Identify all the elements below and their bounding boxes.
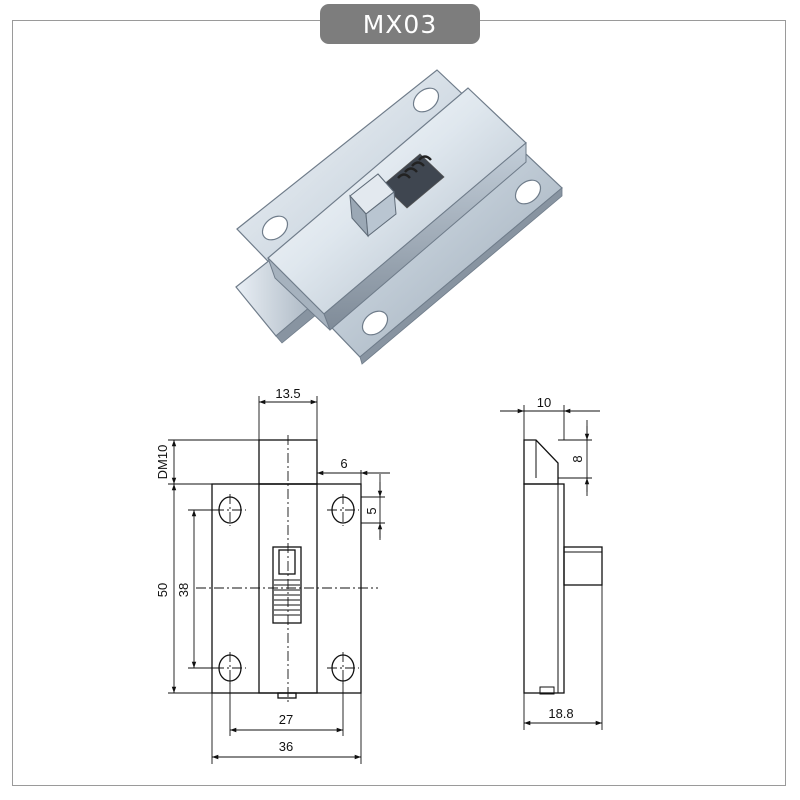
side-knob-outline bbox=[563, 546, 603, 586]
mounting-hole-icon bbox=[361, 310, 389, 336]
latch-product-image bbox=[235, 69, 563, 365]
dim-bolt-protrusion: DM10 bbox=[155, 445, 170, 480]
front-hole-icon bbox=[218, 496, 355, 682]
mounting-hole-icon bbox=[261, 215, 289, 241]
dim-bolt-width: 13.5 bbox=[275, 386, 300, 401]
dim-hole-offset-x: 6 bbox=[340, 456, 347, 471]
dim-width: 36 bbox=[279, 739, 293, 754]
front-view-dimensions bbox=[168, 396, 390, 764]
front-plate-outline bbox=[211, 483, 362, 694]
front-view-drawing bbox=[196, 435, 378, 705]
model-badge: MX03 bbox=[320, 4, 480, 44]
front-knob-outline bbox=[272, 546, 302, 624]
latch-slot bbox=[382, 153, 445, 209]
dim-side-bolt-height: 8 bbox=[570, 455, 585, 462]
side-view-dimensions bbox=[500, 405, 603, 730]
spring-icon bbox=[397, 155, 432, 179]
model-label: MX03 bbox=[362, 9, 438, 39]
dim-hole-spacing-y: 38 bbox=[176, 583, 191, 597]
side-view-dimension-labels: 10 8 18.8 bbox=[537, 395, 585, 721]
front-view-dimension-labels: 13.5 DM10 6 5 50 38 27 36 bbox=[155, 386, 379, 754]
side-bolt-outline bbox=[523, 439, 559, 485]
mounting-hole-icon bbox=[514, 179, 542, 205]
dim-hole-offset-y: 5 bbox=[364, 507, 379, 514]
dim-side-depth: 18.8 bbox=[548, 706, 573, 721]
mounting-hole-icon bbox=[412, 87, 440, 113]
side-body-outline bbox=[523, 483, 565, 694]
dim-side-bolt-depth: 10 bbox=[537, 395, 551, 410]
dim-hole-spacing-x: 27 bbox=[279, 712, 293, 727]
dim-height: 50 bbox=[155, 583, 170, 597]
side-view-drawing bbox=[523, 439, 603, 695]
